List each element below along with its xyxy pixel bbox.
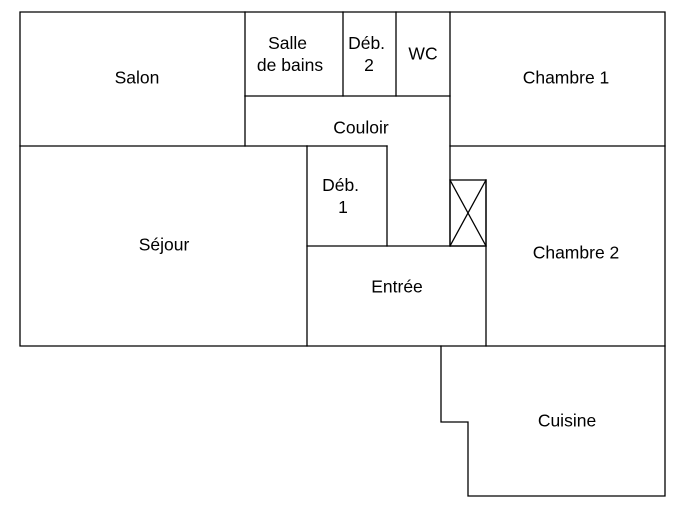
- room-label-debarras-2: Déb. 2: [348, 33, 390, 75]
- room-label-couloir: Couloir: [333, 118, 389, 138]
- room-label-cuisine: Cuisine: [538, 411, 596, 431]
- room-label-salon: Salon: [115, 68, 160, 88]
- room-label-wc: WC: [408, 44, 437, 64]
- room-label-chambre-2: Chambre 2: [533, 243, 620, 263]
- room-label-sejour: Séjour: [139, 235, 190, 255]
- room-label-debarras-1: Déb. 1: [322, 175, 364, 217]
- shaft-icon: [449, 179, 487, 247]
- room-label-entree: Entrée: [371, 277, 423, 297]
- room-label-chambre-1: Chambre 1: [523, 68, 610, 88]
- room-label-salle-de-bains: Salle de bains: [257, 33, 323, 75]
- outer-wall: [19, 11, 666, 497]
